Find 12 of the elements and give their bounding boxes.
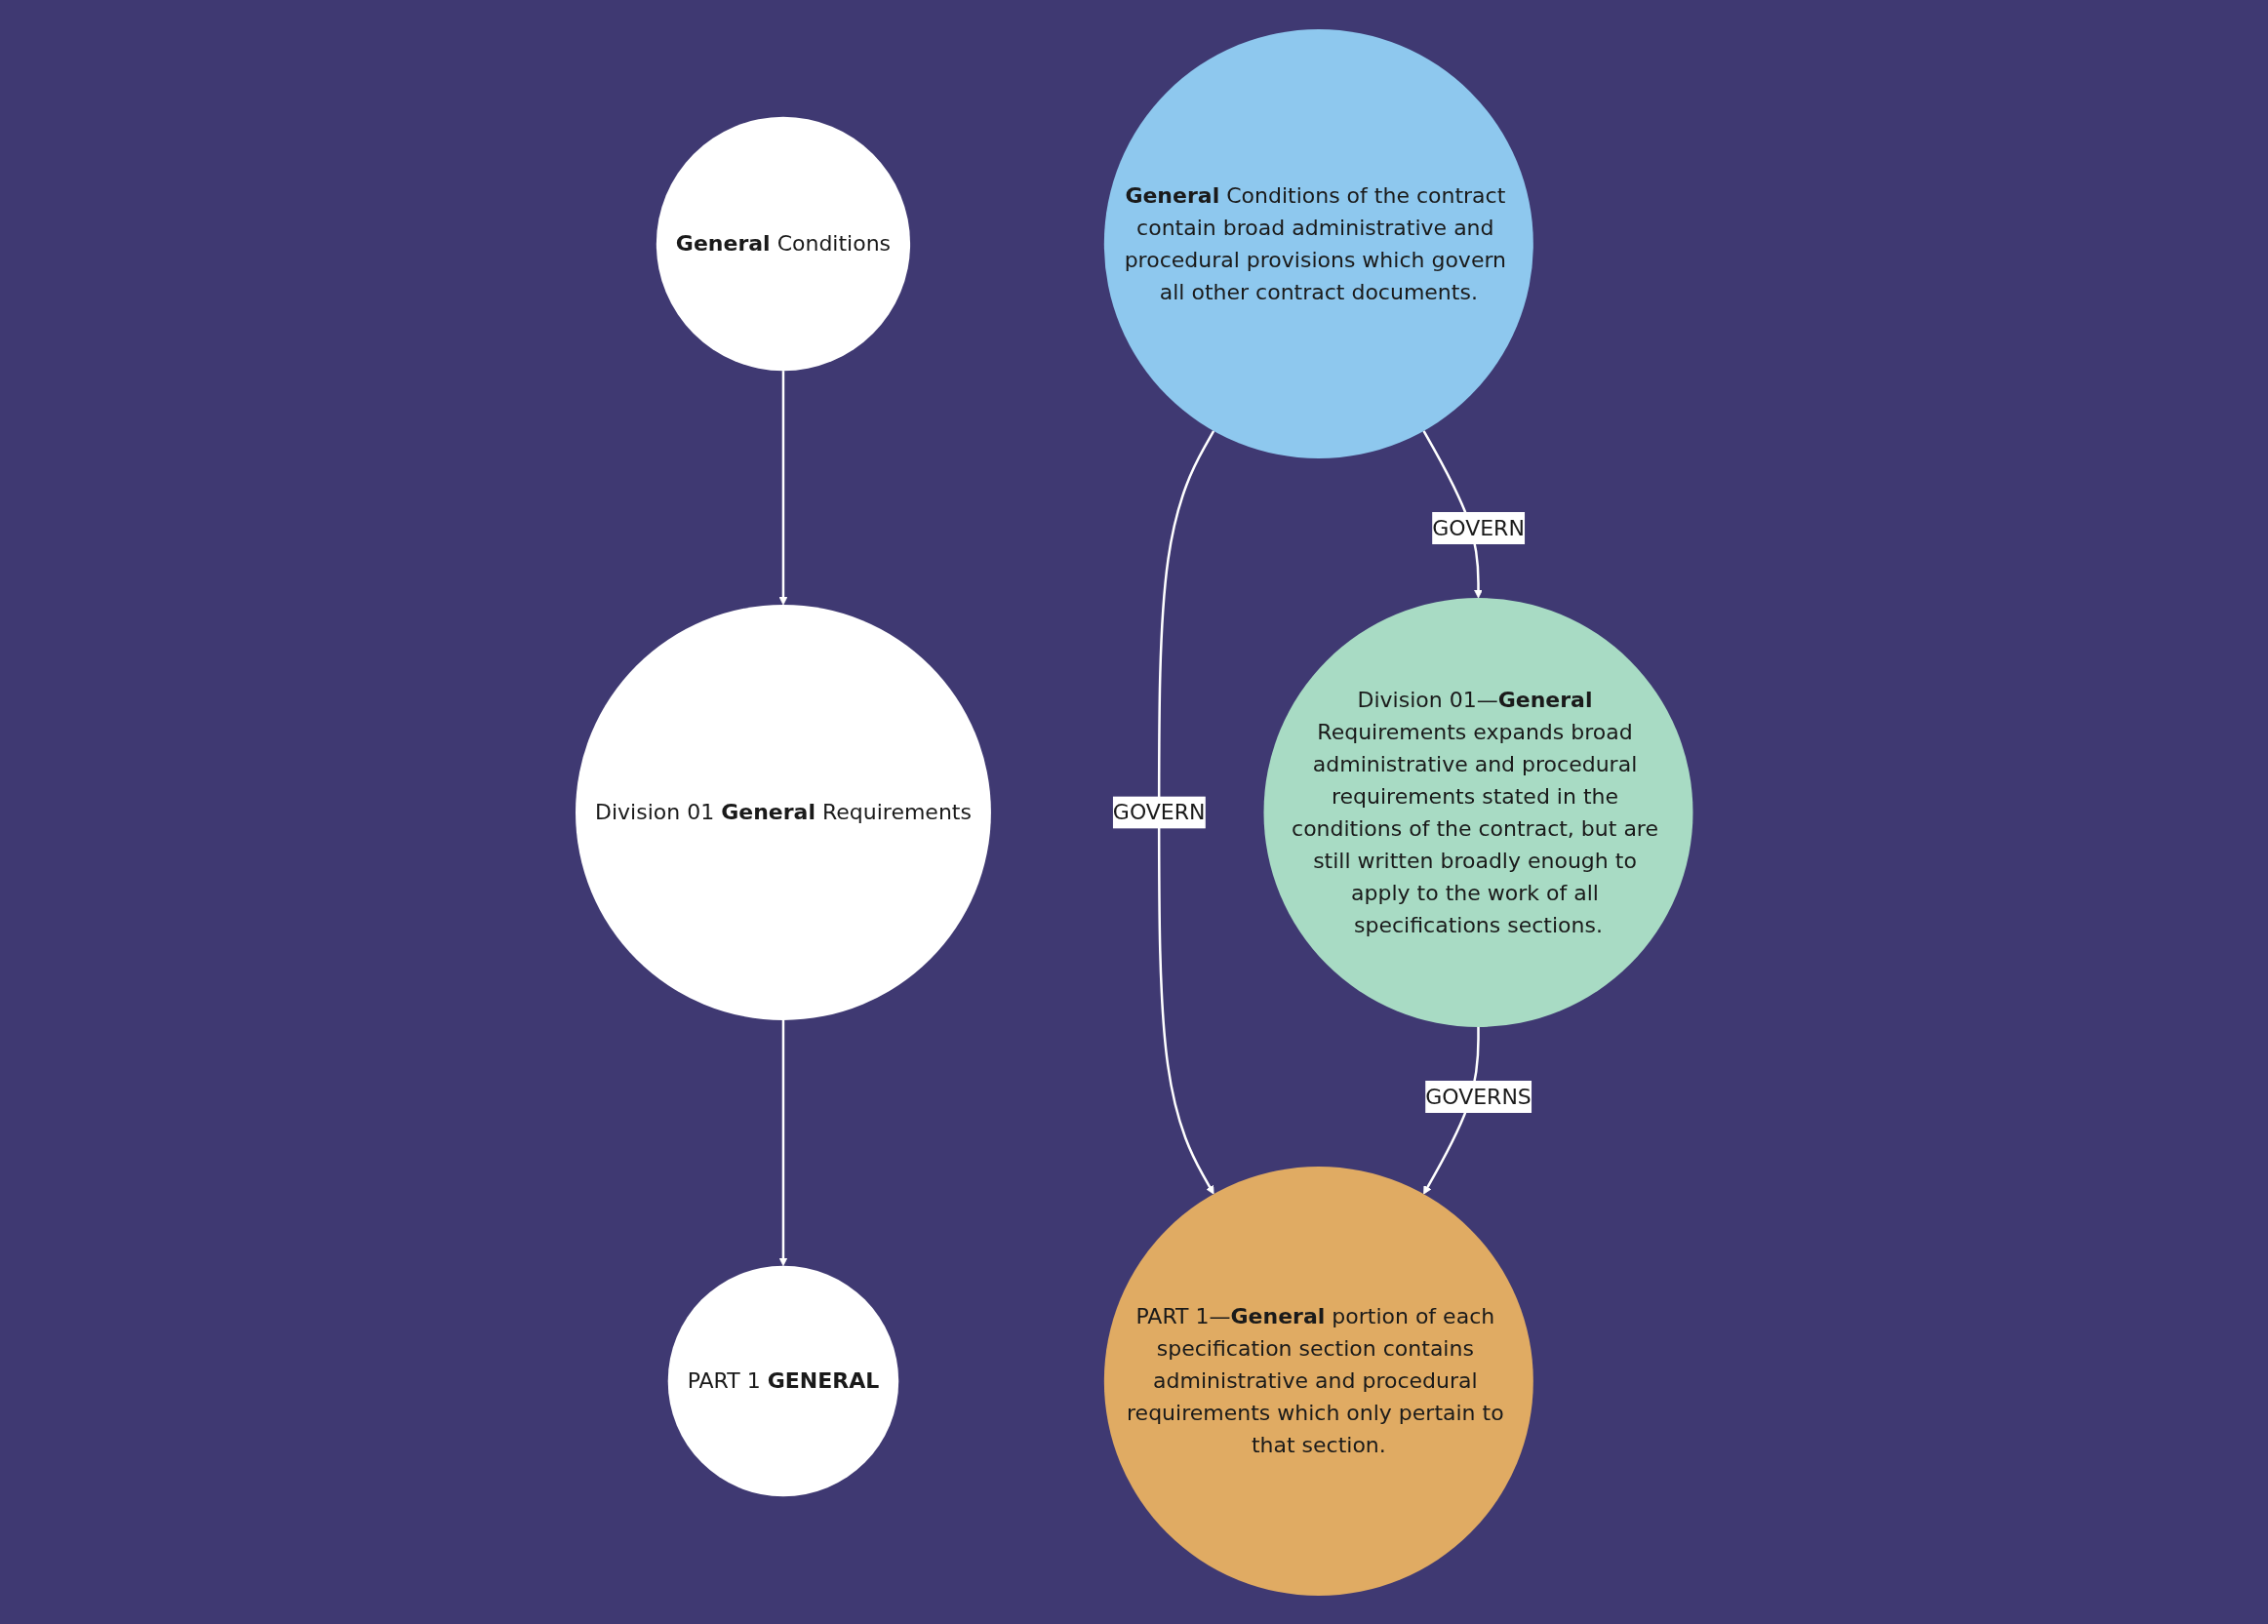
- node-circle: General Conditions of the contract contain broad administrative and procedural provisions which govern all other contract documents.: [1103, 28, 1533, 458]
- node-circle: General Conditions: [656, 116, 910, 371]
- edge-label: GOVERNS: [1424, 1084, 1532, 1109]
- edge-label: GOVERN: [1431, 515, 1525, 540]
- arrow: [778, 370, 788, 605]
- arrow: [778, 1019, 788, 1266]
- arrow: [1157, 429, 1214, 1195]
- node-circle: Division 01 General Requirements: [575, 604, 991, 1020]
- node-circle: PART 1—General portion of each specification section contains administrative and procedural requirements which only pertain to that section.: [1103, 1166, 1533, 1596]
- node-circle: Division 01—General Requirements expands broad administrative and procedural requirements stated in the conditions of the contract, but are still written broadly enough to apply to the work of all specifications sections.: [1263, 597, 1693, 1027]
- node-circle: PART 1 GENERAL: [667, 1265, 898, 1496]
- edge-label: GOVERN: [1112, 800, 1206, 824]
